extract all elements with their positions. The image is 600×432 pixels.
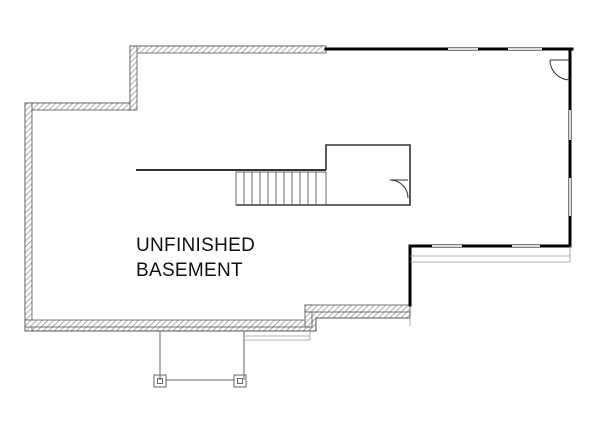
column-left (153, 374, 167, 388)
stair-treads (235, 171, 327, 206)
porch-columns (153, 331, 247, 388)
room-label-line1: UNFINISHED (136, 235, 256, 256)
windows (432, 48, 571, 247)
stair-well (136, 144, 411, 206)
foundation-walls (24, 45, 411, 332)
column-right (233, 374, 247, 388)
door-northeast (549, 59, 571, 81)
foundation-wall-outer (24, 45, 411, 332)
foundation-wall-west (24, 102, 33, 332)
foundation-wall-south-east (304, 304, 411, 313)
room-label-line2: BASEMENT (136, 260, 243, 281)
room-label-basement: UNFINISHED BASEMENT (136, 233, 255, 283)
exterior-walls (324, 47, 574, 307)
foundation-wall-south (24, 319, 313, 328)
foundation-wall-top (129, 45, 327, 54)
window-glazing (432, 48, 571, 247)
foundation-wall-notch (129, 45, 138, 111)
stair-wall (236, 144, 411, 206)
deck-outline (245, 246, 571, 341)
foundation-wall-step (29, 102, 137, 111)
door-stair (389, 179, 409, 199)
